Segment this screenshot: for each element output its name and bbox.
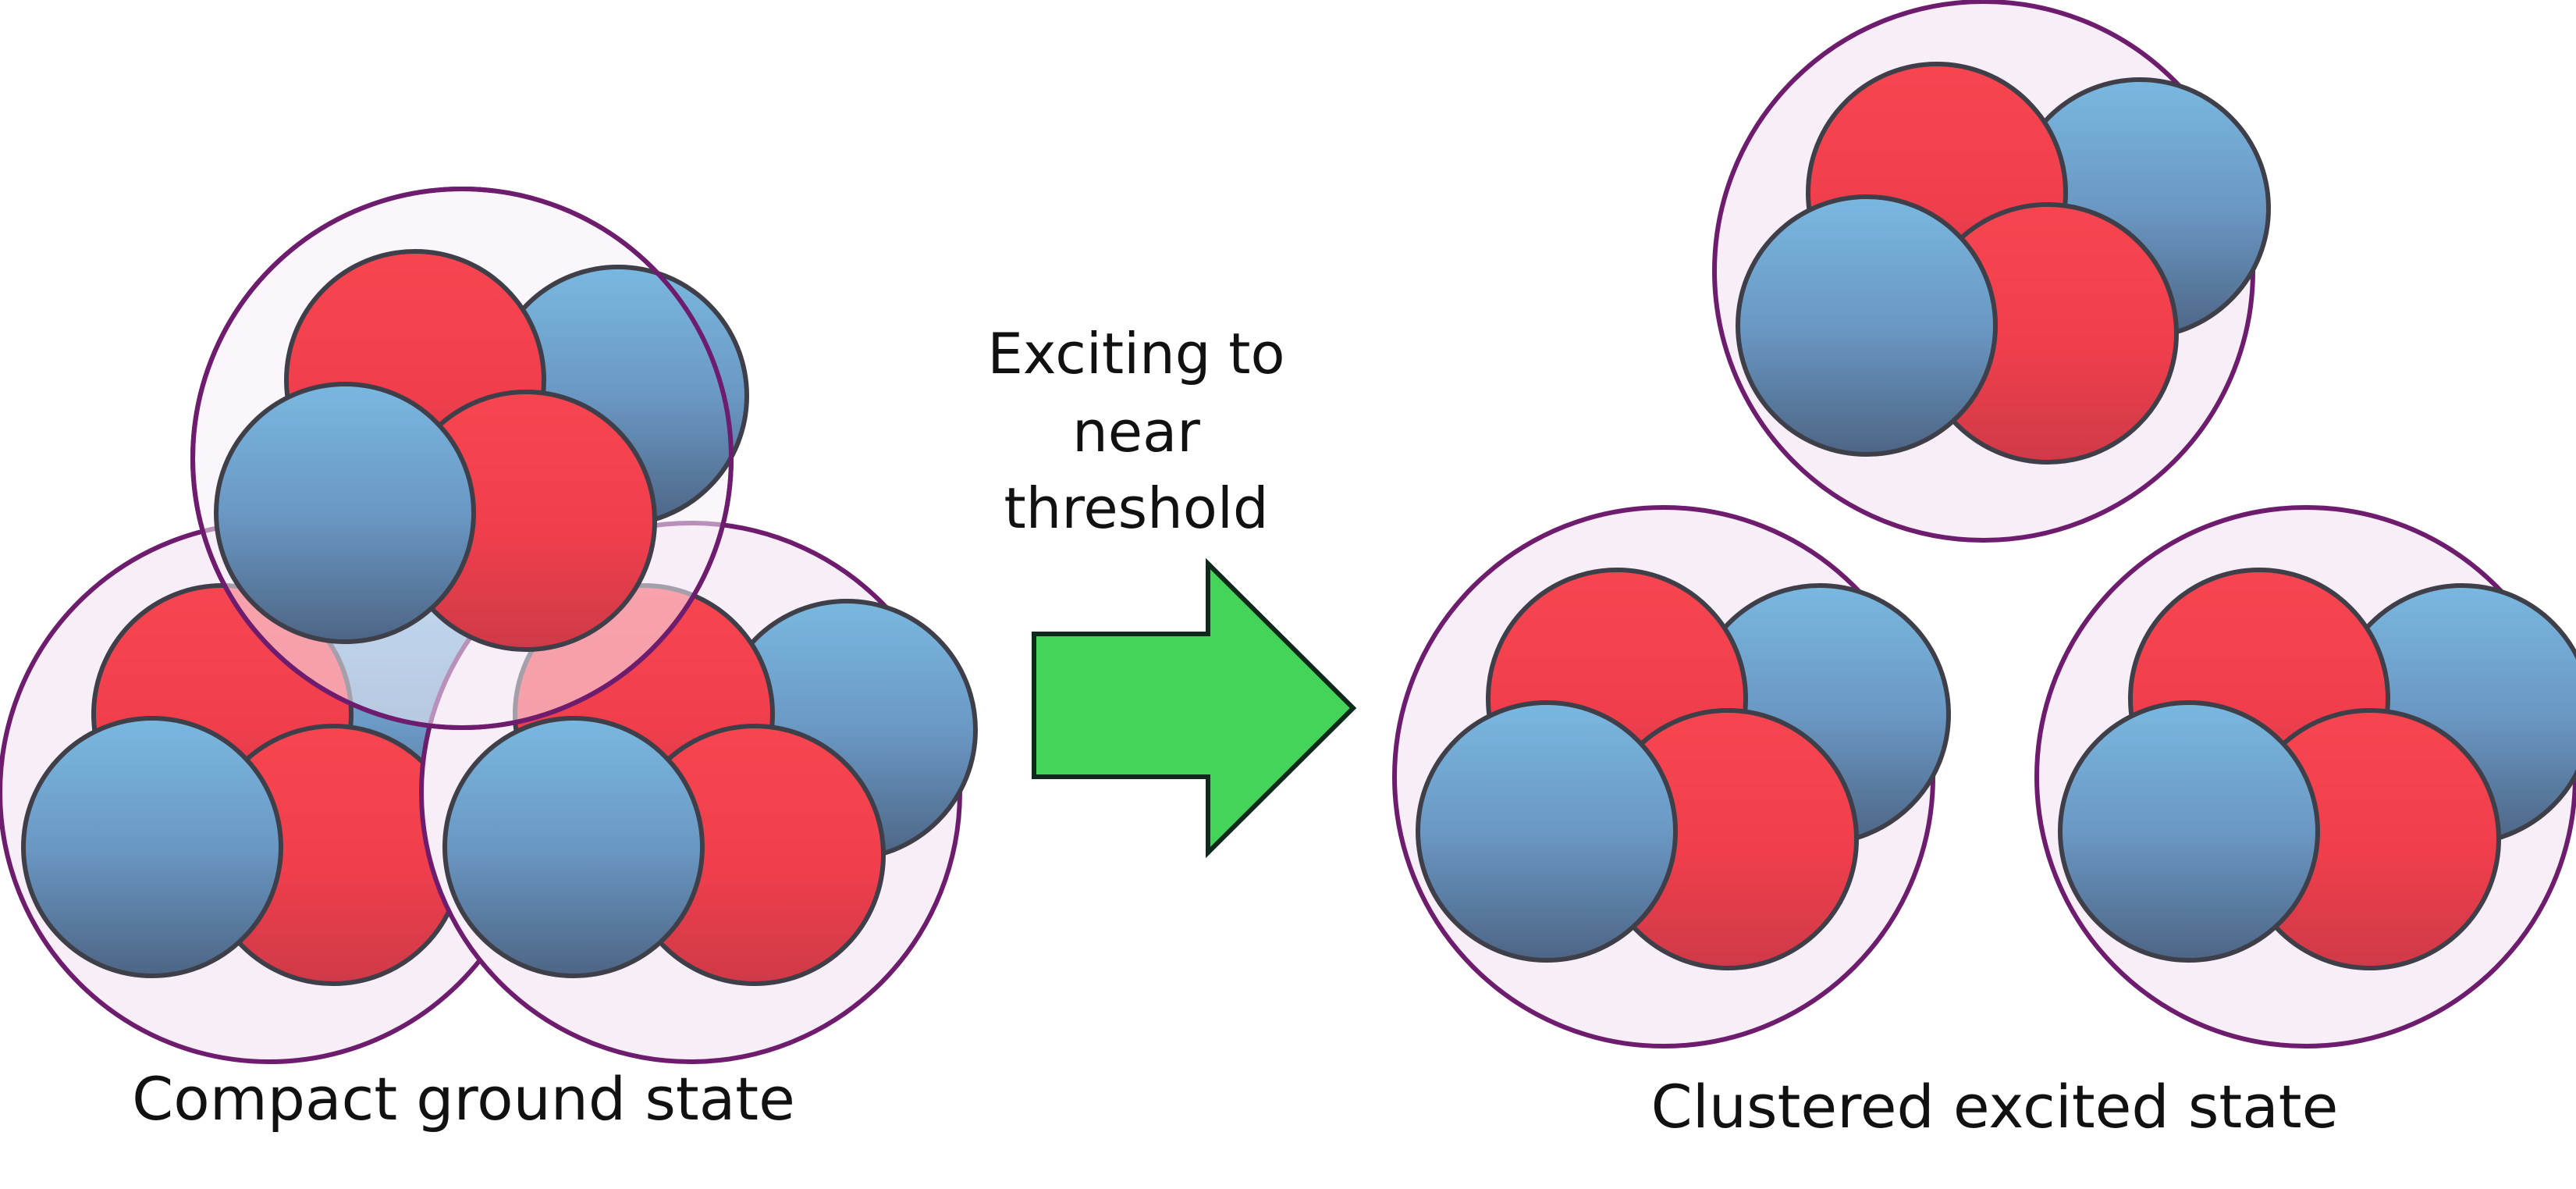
- neutron-sphere: [21, 716, 283, 978]
- ground-state-caption: Compact ground state: [132, 1064, 795, 1134]
- excited-state-cluster-3: [2034, 505, 2576, 1048]
- ground-state-cluster-2: [419, 521, 978, 1064]
- neutron-sphere: [442, 716, 705, 978]
- neutron-sphere: [1416, 700, 1678, 963]
- excited-state-cluster-1: [1712, 0, 2271, 543]
- transition-label-line-2: near: [1072, 399, 1200, 465]
- transition-label-line-3: threshold: [1004, 475, 1268, 541]
- neutron-sphere: [2058, 700, 2320, 963]
- neutron-sphere: [214, 382, 476, 644]
- excitation-arrow-group: [1032, 557, 1357, 859]
- excited-state-caption: Clustered excited state: [1651, 1072, 2339, 1141]
- excitation-arrow: [1032, 557, 1357, 859]
- neutron-sphere: [1736, 194, 1998, 457]
- alpha-cluster-boundary-overlay: [190, 187, 734, 730]
- excited-state-cluster-2: [1392, 505, 1951, 1048]
- clustered-excited-state-group: [1392, 0, 2576, 1048]
- ground-state-cluster-3: [190, 187, 749, 730]
- compact-ground-state-group: [0, 187, 978, 1064]
- transition-label-line-1: Exciting to: [987, 321, 1284, 386]
